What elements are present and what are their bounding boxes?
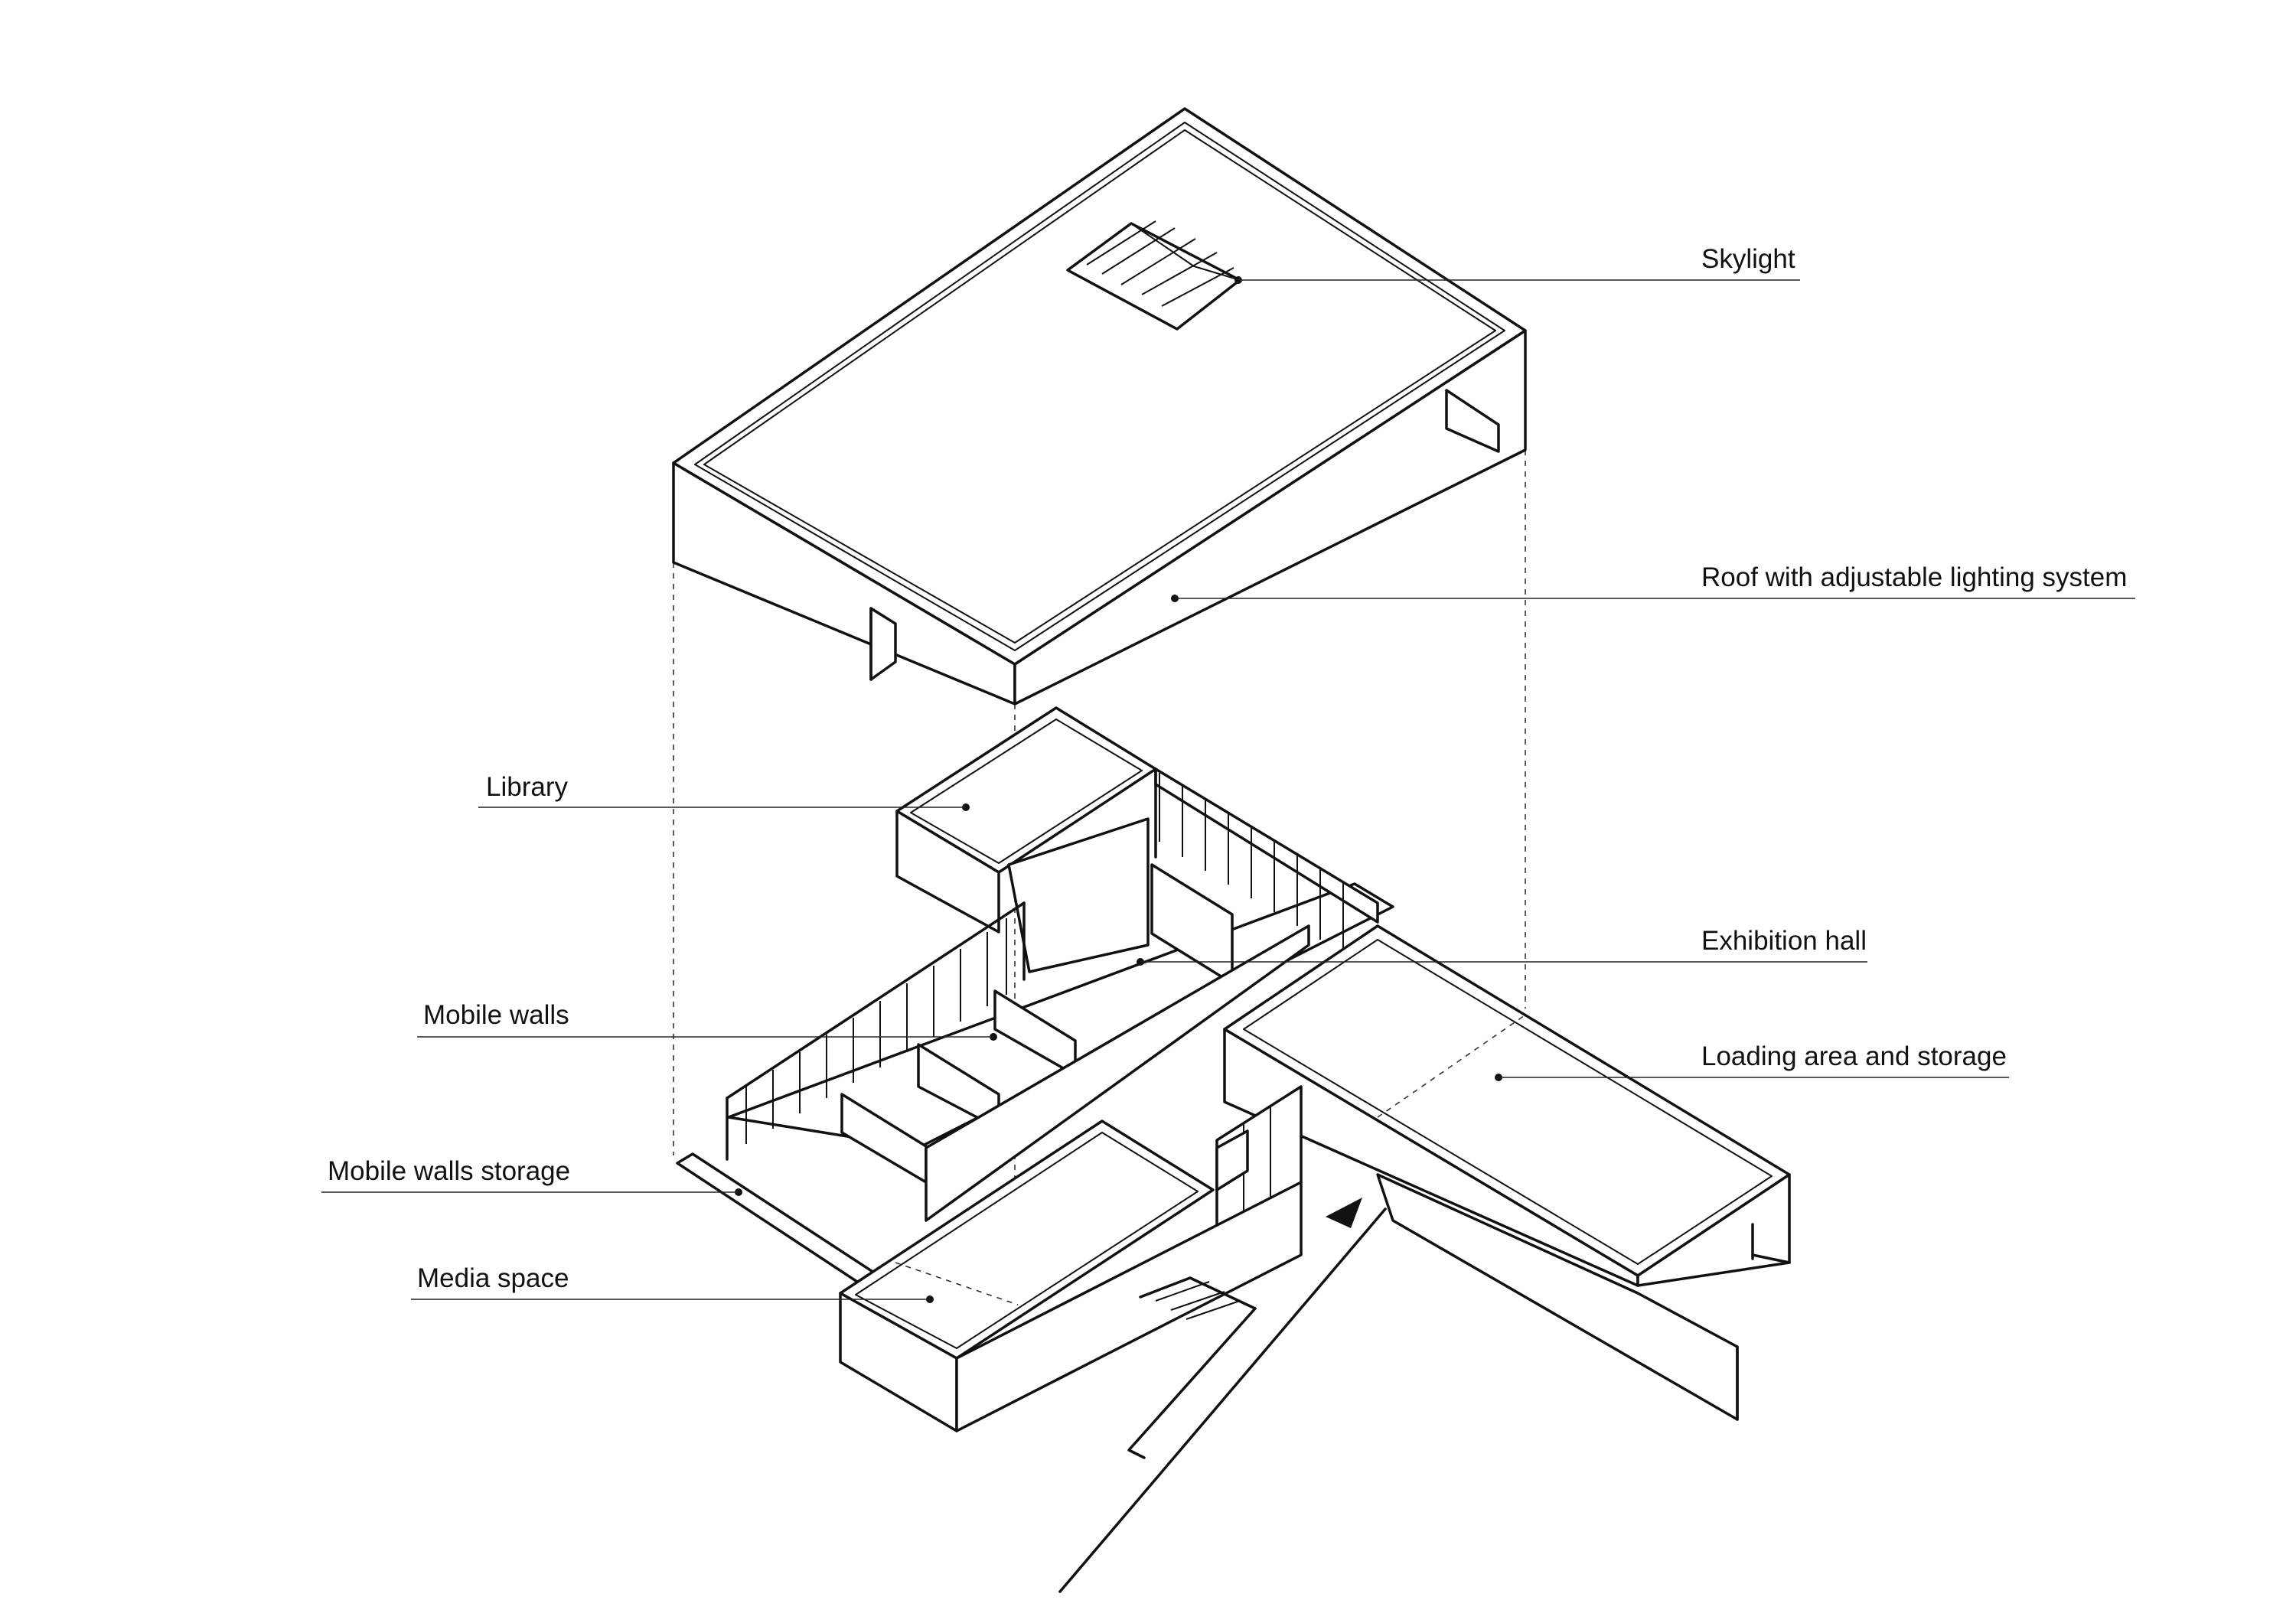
entrance-stairs [1058, 1198, 1387, 1593]
exhibition-hall-callout: Exhibition hall [1137, 926, 1867, 966]
roof-callout: Roof with adjustable lighting system [1171, 562, 2135, 602]
mobile-walls-callout: Mobile walls [417, 1000, 997, 1041]
library-callout: Library [478, 772, 970, 811]
media-space-label: Media space [417, 1263, 569, 1293]
skylight-callout: Skylight [1234, 244, 1800, 284]
media-space-callout: Media space [411, 1263, 934, 1303]
ground-floor [676, 706, 1791, 1593]
skylight-label: Skylight [1701, 244, 1795, 274]
library-block [895, 706, 1157, 973]
mobile-walls-label: Mobile walls [423, 1000, 569, 1030]
glazed-wall-front [726, 901, 1026, 1161]
glazed-wall-back [1154, 768, 1379, 953]
roof [672, 107, 1527, 706]
projection-lines [673, 450, 1526, 1320]
mobile-wall-panels [840, 863, 1234, 1184]
loading-area-label: Loading area and storage [1701, 1041, 2007, 1071]
library-label: Library [486, 772, 568, 802]
mobile-walls-storage-label: Mobile walls storage [328, 1156, 570, 1186]
exhibition-hall-label: Exhibition hall [1701, 926, 1867, 956]
roof-label: Roof with adjustable lighting system [1701, 562, 2127, 592]
mobile-walls-storage-callout: Mobile walls storage [321, 1156, 742, 1196]
loading-area-callout: Loading area and storage [1495, 1041, 2009, 1081]
loading-block [1223, 924, 1791, 1421]
